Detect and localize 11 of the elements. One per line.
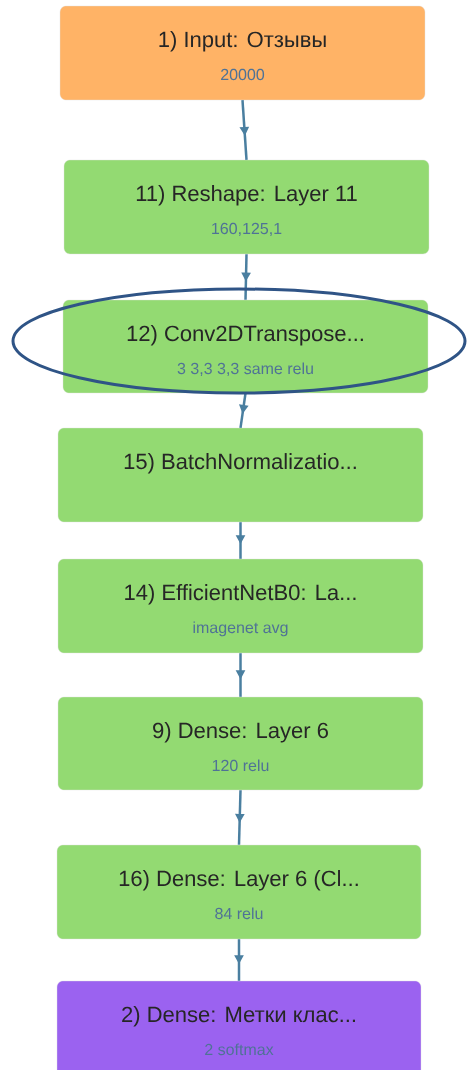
arrow [235,790,245,845]
layer-box: 14) EfficientNetB0: La... imagenet avg [57,558,424,654]
layer-box: 15) BatchNormalizatio... [57,427,424,523]
layer-box: 16) Dense: Layer 6 (Cl... 84 relu [56,844,422,940]
layer-box: 2) Dense: Метки клас... 2 softmax [56,980,422,1070]
layer-box: 12) Conv2DTranspose... 3 3,3 3,3 same relu [62,299,429,394]
layer-box: 11) Reshape: Layer 11 160,125,1 [63,159,430,255]
layer-box: 1) Input: Отзывы 20000 [59,5,426,101]
layer-box: 9) Dense: Layer 6 120 relu [57,696,424,791]
arrow [239,393,249,428]
arrow [234,939,244,981]
